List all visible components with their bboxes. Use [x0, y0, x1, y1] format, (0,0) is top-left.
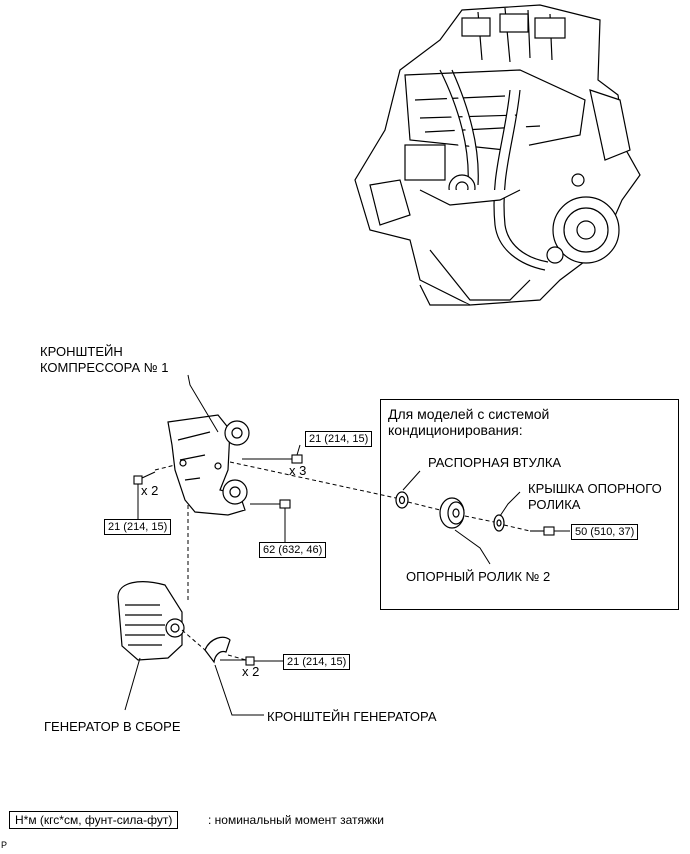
- corner-mark: P: [1, 840, 8, 850]
- compressor-bracket-label-line1: КРОНШТЕЙН: [40, 344, 123, 359]
- idler-cover-label-line2: РОЛИКА: [528, 497, 581, 512]
- quantity-multiplier: x 2: [141, 483, 159, 498]
- spacer-label: РАСПОРНАЯ ВТУЛКА: [428, 455, 562, 470]
- dashed-assembly-lines: [154, 461, 531, 661]
- quantity-multiplier: x 3: [289, 463, 307, 478]
- leader-lines: [124, 374, 570, 716]
- torque-spec: 62 (632, 46): [259, 542, 327, 558]
- idler-pulley-label: ОПОРНЫЙ РОЛИК № 2: [406, 569, 551, 584]
- generator-bracket-label: КРОНШТЕЙН ГЕНЕРАТОРА: [267, 709, 437, 724]
- generator-bracket-illustration: [204, 636, 231, 664]
- torque-spec: 21 (214, 15): [305, 431, 373, 447]
- quantity-multiplier: x 2: [242, 664, 260, 679]
- torque-spec: 50 (510, 37): [571, 524, 639, 540]
- torque-legend-box: Н*м (кгс*см, фунт-сила-фут): [9, 811, 179, 829]
- generator-illustration: [117, 581, 185, 661]
- torque-legend-description: : номинальный момент затяжки: [208, 813, 384, 827]
- idler-cover-label-line1: КРЫШКА ОПОРНОГО: [528, 481, 662, 496]
- ac-box-title-line1: Для моделей с системой: [388, 406, 550, 422]
- compressor-bracket-illustration: [167, 414, 250, 516]
- engine-illustration: [354, 4, 641, 306]
- ac-models-box: [380, 399, 679, 610]
- torque-spec: 21 (214, 15): [283, 654, 351, 670]
- ac-box-title-line2: кондиционирования:: [388, 422, 523, 438]
- generator-label: ГЕНЕРАТОР В СБОРЕ: [44, 719, 181, 734]
- ac-parts-illustration: [395, 491, 505, 532]
- compressor-bracket-label-line2: КОМПРЕССОРА № 1: [40, 360, 169, 375]
- torque-spec: 21 (214, 15): [104, 519, 172, 535]
